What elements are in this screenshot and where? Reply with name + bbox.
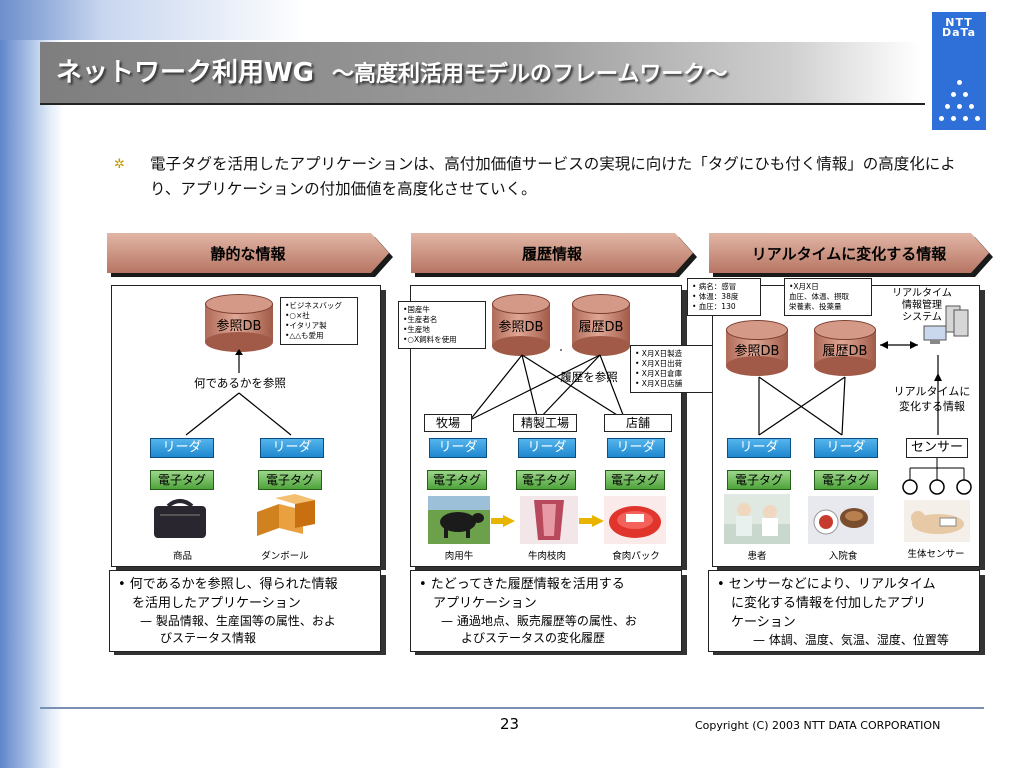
server-icon — [923, 305, 969, 344]
title-subtitle: 〜高度利活用モデルのフレームワーク〜 — [332, 62, 728, 87]
desc-text-3: • センサーなどにより、リアルタイム に変化する情報を付加したアプリ ケーション… — [717, 577, 949, 647]
desc-box-1 — [109, 570, 381, 652]
reference-db-3: 参照DB — [726, 320, 788, 376]
header-history-info: 履歴情報 — [411, 233, 693, 273]
title-underline — [40, 103, 925, 105]
history-db-2: 履歴DB — [572, 294, 630, 356]
page-number: 23 — [500, 715, 520, 733]
logo-text: NTT DaTa — [941, 16, 977, 39]
etag-3b: 電子タグ — [814, 470, 878, 490]
reader-2c: リーダ — [607, 438, 665, 458]
product-note-1: •ビジネスバッグ•○×社 •イタリア製•△△も愛用 — [280, 297, 358, 345]
sensor-nodes-icon — [902, 458, 972, 495]
history-db-3: 履歴DB — [814, 320, 876, 376]
realtime-change-label: リアルタイムに変化する情報 — [893, 385, 971, 413]
patient-photo — [724, 494, 790, 544]
etag-2c: 電子タグ — [605, 470, 665, 490]
reader-3a: リーダ — [727, 438, 791, 458]
bag-icon — [154, 499, 206, 538]
copyright-text: Copyright (C) 2003 NTT DATA CORPORATION — [695, 719, 941, 732]
hospital-meal-photo — [808, 496, 874, 544]
caption-cardboard: ダンボール — [261, 551, 309, 562]
flow-arrow-1 — [503, 515, 515, 527]
cardboard-icon — [257, 494, 315, 536]
header-static-info: 静的な情報 — [107, 233, 389, 273]
intro-text: 電子タグを活用したアプリケーションは、高付加価値サービスの実現に向けた「タグにひ… — [150, 155, 956, 198]
flow-arrow-2 — [592, 515, 604, 527]
caption-hospital-meal: 入院食 — [828, 551, 858, 562]
left-gradient-bar — [0, 0, 64, 768]
caption-beef-cattle: 肉用牛 — [444, 551, 474, 562]
etag-2a: 電子タグ — [427, 470, 487, 490]
desc-text-1: • 何であるかを参照し、得られた情報 を活用したアプリケーション — 製品情報、… — [118, 577, 338, 645]
etag-1a: 電子タグ — [150, 470, 214, 490]
place-store: 店舗 — [604, 414, 672, 432]
caption-carcass: 牛肉枝肉 — [527, 551, 566, 562]
place-factory: 精製工場 — [513, 414, 577, 432]
reader-2a: リーダ — [429, 438, 487, 458]
label-what-reference: 何であるかを参照 — [194, 376, 286, 390]
sensor-box: センサー — [906, 438, 968, 458]
bullet-bee-icon: ✲ — [114, 157, 125, 172]
place-ranch: 牧場 — [424, 414, 472, 432]
desc-box-2 — [410, 570, 682, 652]
beef-note: •国産牛•生産者名 •生産地•○X飼料を使用 — [398, 301, 486, 349]
bio-sensor-photo — [904, 500, 970, 542]
reference-db-1: 参照DB — [205, 294, 273, 352]
meat-pack-photo — [604, 496, 666, 544]
caption-patient: 患者 — [747, 551, 767, 562]
reference-db-2: 参照DB — [492, 294, 550, 356]
caption-meat-pack: 食肉パック — [612, 551, 660, 562]
header-realtime-info: リアルタイムに変化する情報 — [709, 233, 989, 273]
connector-lines-1 — [185, 349, 292, 436]
footer-line — [40, 707, 984, 709]
top-gradient-band — [0, 0, 1024, 40]
desc-box-3 — [708, 570, 980, 652]
title-bar — [40, 42, 920, 104]
patient-note: • 病名：感冒• 体温：38度• 血圧：130 — [687, 278, 761, 316]
slide-title: ネットワーク利用WG 〜高度利活用モデルのフレームワーク〜 — [56, 52, 727, 89]
reader-1a: リーダ — [150, 438, 214, 458]
vitals-note: •X月X日血圧、体温、摂取栄養素、投薬量 — [784, 278, 872, 316]
desc-text-2: • たどってきた履歴情報を活用する アプリケーション — 通過地点、販売履歴等の… — [419, 577, 637, 645]
connector-lines-2 — [469, 349, 626, 421]
reader-1b: リーダ — [260, 438, 324, 458]
connector-lines-3 — [758, 341, 942, 436]
reader-3b: リーダ — [814, 438, 878, 458]
etag-3a: 電子タグ — [727, 470, 791, 490]
caption-goods: 商品 — [172, 551, 192, 562]
etag-2b: 電子タグ — [516, 470, 576, 490]
ntt-data-logo: NTT DaTa — [932, 12, 986, 130]
reader-2b: リーダ — [518, 438, 576, 458]
carcass-photo — [520, 496, 578, 544]
etag-1b: 電子タグ — [258, 470, 322, 490]
title-main: ネットワーク利用WG — [56, 58, 315, 88]
cow-photo — [428, 496, 490, 544]
history-dates-note: • X月X日製造• X月X日出荷 • X月X日倉庫• X月X日店舗 — [630, 345, 722, 393]
caption-bio-sensor: 生体センサー — [907, 549, 965, 560]
realtime-system-label: リアルタイム情報管理システム — [892, 288, 952, 323]
